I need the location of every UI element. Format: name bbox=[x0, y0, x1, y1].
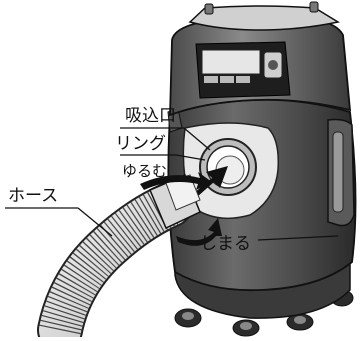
ring-label: リング bbox=[115, 134, 166, 154]
tighten-arrow bbox=[176, 218, 222, 246]
suction-port-label: 吸込口 bbox=[125, 106, 176, 126]
loosen-arrow bbox=[140, 172, 212, 190]
loosen-label: ゆるむ bbox=[122, 162, 168, 180]
tighten-label: しまる bbox=[200, 234, 251, 254]
hose bbox=[37, 174, 201, 341]
control-panel bbox=[195, 41, 291, 99]
hose-label: ホース bbox=[8, 186, 59, 206]
callout-lines bbox=[5, 127, 339, 241]
caster-wheels bbox=[174, 289, 354, 337]
